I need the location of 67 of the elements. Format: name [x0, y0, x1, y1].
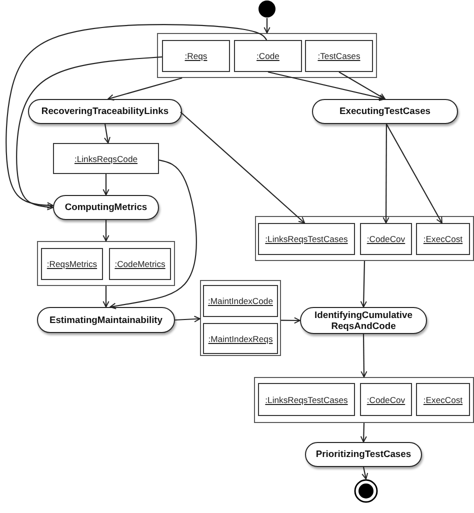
object-box	[416, 383, 470, 416]
object-box	[360, 223, 412, 255]
arrow	[264, 18, 270, 34]
object-group-box	[255, 216, 474, 261]
initial-node	[258, 0, 276, 18]
activity-label: IdentifyingCumulative ReqsAndCode	[314, 310, 414, 332]
final-node	[354, 479, 378, 503]
activity-label: ExecutingTestCases	[339, 106, 430, 117]
object-label: :MaintIndexCode	[208, 296, 273, 306]
arrow	[108, 77, 182, 101]
activity-label: RecoveringTraceabilityLinks	[41, 106, 169, 117]
object-box	[305, 40, 373, 72]
object-label: :Reqs	[184, 51, 208, 61]
object-box	[41, 248, 103, 280]
object-box	[258, 223, 355, 255]
arrow	[110, 160, 197, 310]
activity-pill	[300, 307, 427, 334]
object-box	[360, 383, 412, 416]
object-label: :TestCases	[318, 51, 360, 61]
object-box	[109, 248, 171, 280]
object-label: :LinksReqsCode	[74, 154, 138, 164]
activity-pill	[37, 307, 175, 333]
arrow	[16, 56, 162, 210]
object-label: :MaintIndexReqs	[208, 334, 273, 344]
arrow	[180, 112, 306, 224]
object-box	[53, 143, 159, 174]
arrow	[174, 316, 200, 322]
arrow	[104, 124, 110, 144]
object-group-box	[157, 33, 377, 78]
object-label: :ExecCost	[423, 234, 463, 244]
object-label: :ReqsMetrics	[46, 259, 98, 269]
arrow	[268, 71, 386, 101]
object-box	[234, 40, 302, 72]
arrow	[102, 286, 110, 308]
arrow	[362, 466, 368, 480]
object-box	[162, 40, 230, 72]
arrow	[360, 334, 368, 378]
activity-pill	[305, 442, 422, 467]
object-label: :CodeMetrics	[114, 259, 166, 269]
arrow	[382, 124, 390, 224]
arrow	[360, 260, 367, 308]
object-label: :Code	[256, 51, 280, 61]
activity-pill	[28, 99, 182, 124]
object-box	[258, 383, 355, 416]
object-label: :LinksReqsTestCases	[265, 234, 348, 244]
arrow	[360, 422, 367, 442]
arrow	[386, 124, 442, 224]
activity-label: PrioritizingTestCases	[316, 449, 412, 460]
object-group-box	[200, 280, 281, 356]
object-box	[203, 323, 278, 354]
object-label: :ExecCost	[423, 394, 463, 404]
object-label: :LinksReqsTestCases	[265, 394, 348, 404]
arrow	[338, 72, 386, 100]
activity-pill	[312, 99, 458, 124]
activity-label: ComputingMetrics	[64, 202, 148, 213]
object-group-box	[37, 241, 175, 286]
arrow	[6, 24, 268, 209]
object-box	[203, 285, 278, 317]
activity-pill	[53, 195, 159, 220]
arrow	[102, 220, 110, 242]
object-label: :CodeCov	[366, 234, 406, 244]
object-box	[416, 223, 470, 255]
arrow	[281, 317, 300, 324]
object-label: :CodeCov	[366, 394, 406, 404]
arrow	[102, 174, 110, 196]
object-group-box	[254, 377, 474, 423]
activity-label: EstimatingMaintainability	[49, 314, 163, 326]
